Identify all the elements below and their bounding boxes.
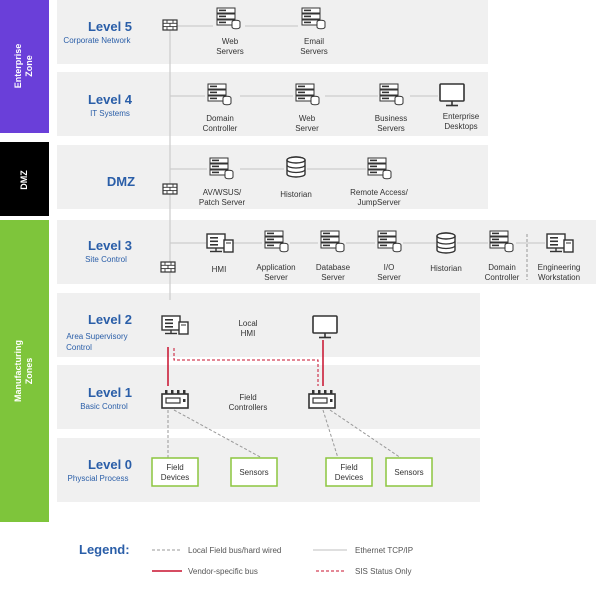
level-1-subtitle: Basic Control [80,402,128,411]
level-3-subtitle: Site Control [85,255,127,264]
historian-database-icon [286,156,306,178]
enterprise-zone-bar [0,0,49,133]
sensors-box [230,457,278,487]
legend-sis-label: SIS Status Only [355,567,411,576]
ethernet-links [169,25,545,300]
legend: Legend: Local Field bus/hard wired Ether… [79,542,413,576]
dmz-title: DMZ [107,174,135,189]
remote-access-label: Remote Access/JumpServer [350,188,409,207]
level-2-subtitle-2: Control [66,343,92,352]
level-3-title: Level 3 [88,238,132,253]
manufacturing-zone-bar [0,220,49,522]
historian-label: Historian [430,264,462,273]
level-4-subtitle: IT Systems [90,109,130,118]
level-0-title: Level 0 [88,457,132,472]
level-5-title: Level 5 [88,19,132,34]
dmz-band [57,145,488,209]
legend-vendor-bus-label: Vendor-specific bus [188,567,258,576]
dmz-zone-label: DMZ [19,170,29,190]
firewall-icon [162,183,178,195]
level-1-title: Level 1 [88,385,132,400]
field-devices-box [325,457,373,487]
level-5-subtitle: Corporate Network [63,36,131,45]
level-4-title: Level 4 [88,92,133,107]
sensors-box [385,457,433,487]
level-0-subtitle: Physcial Process [68,474,129,483]
legend-ethernet-label: Ethernet TCP/IP [355,546,413,555]
level-1-band [57,365,480,429]
sensors-label: Sensors [394,468,423,477]
legend-title: Legend: [79,542,130,557]
historian-label: Historian [280,190,312,199]
manufacturing-zone-label: ManufacturingZones [13,340,34,402]
firewall-icon [160,261,176,273]
legend-field-bus-label: Local Field bus/hard wired [188,546,281,555]
dmz-zone-bar [0,142,49,216]
level-2-band [57,293,480,357]
enterprise-zone-label: EnterpriseZone [13,44,34,89]
level-2-subtitle-1: Area Supervisory [66,332,127,341]
field-devices-box [151,457,199,487]
historian-database-icon [436,232,456,254]
sensors-label: Sensors [239,468,268,477]
level-5-band [57,0,488,64]
sis-status-link [173,348,319,386]
level-2-title: Level 2 [88,312,132,327]
level-4-band [57,72,488,136]
field-bus-links [167,409,402,459]
patch-server-label: AV/WSUS/Patch Server [199,188,246,207]
firewall-icon [162,19,178,31]
hmi-label: HMI [212,265,227,274]
